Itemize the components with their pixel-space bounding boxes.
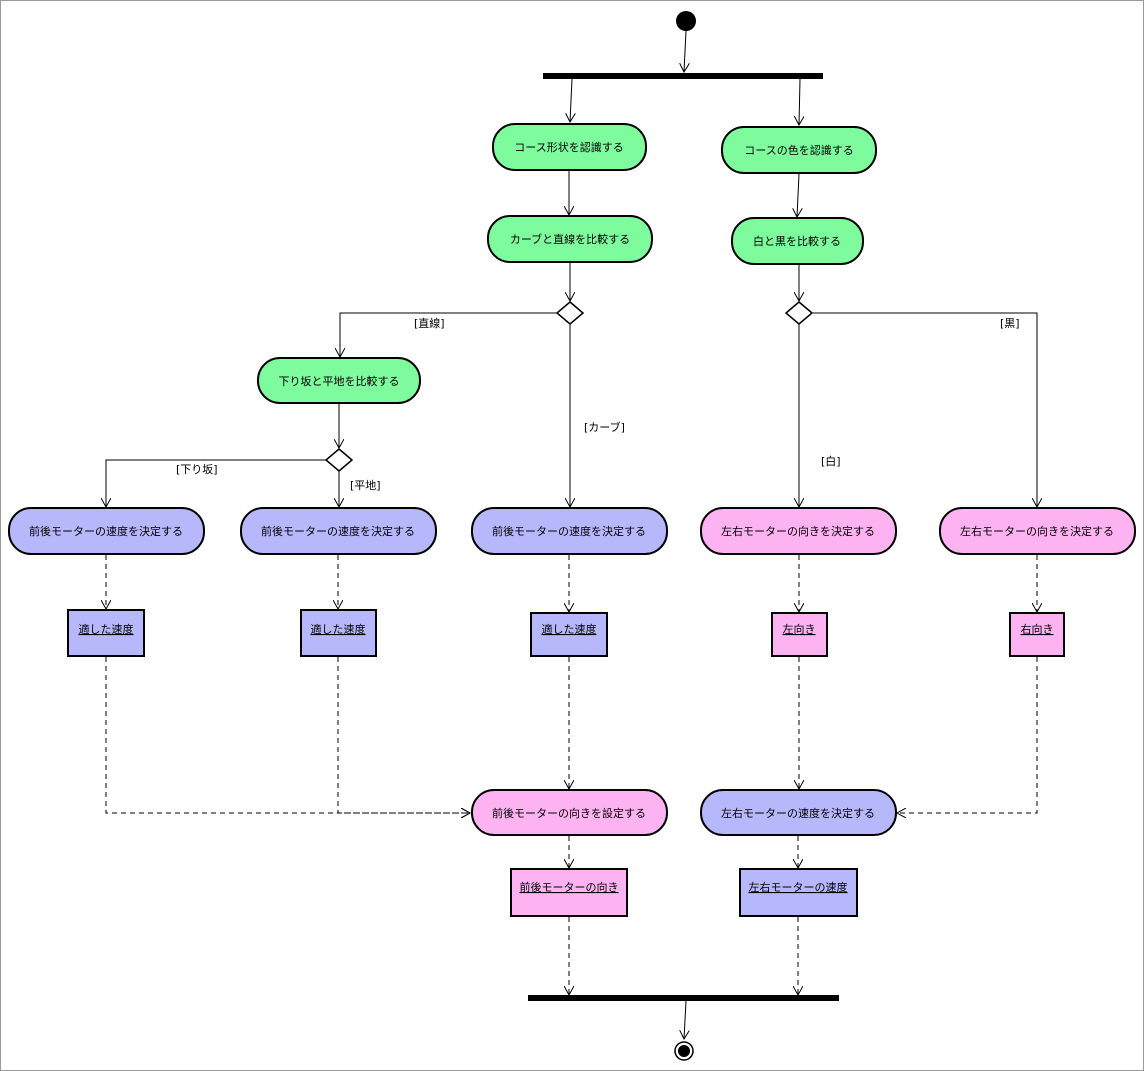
flow-straight bbox=[340, 312, 557, 357]
action-recognize-shape: コース形状を認識する bbox=[492, 123, 647, 171]
action-decide-fb-speed-3: 前後モーターの速度を決定する bbox=[471, 507, 668, 555]
object-label: 左向き bbox=[783, 622, 816, 636]
action-label: コースの色を認識する bbox=[744, 143, 853, 157]
object-speed-2: 適した速度 bbox=[300, 609, 377, 657]
action-label: 左右モーターの向きを決定する bbox=[721, 524, 875, 538]
guard-flat: [平地] bbox=[350, 479, 381, 492]
action-decide-lr-speed: 左右モーターの速度を決定する bbox=[700, 789, 897, 836]
object-speed-3: 適した速度 bbox=[530, 612, 608, 657]
join-bar bbox=[528, 995, 839, 1001]
action-label: 下り坂と平地を比較する bbox=[279, 374, 400, 388]
guard-white: [白] bbox=[821, 454, 841, 468]
guard-downhill: [下り坂] bbox=[176, 463, 218, 476]
action-label: 前後モーターの速度を決定する bbox=[29, 524, 183, 538]
object-label: 適した速度 bbox=[79, 622, 134, 636]
flow-initial-to-fork bbox=[684, 30, 686, 72]
object-label: 前後モーターの向き bbox=[520, 880, 619, 894]
action-compare-downhill-flat: 下り坂と平地を比較する bbox=[257, 357, 421, 404]
guard-straight: [直線] bbox=[414, 316, 445, 330]
action-label: コース形状を認識する bbox=[514, 140, 623, 154]
action-decide-fb-speed-1: 前後モーターの速度を決定する bbox=[8, 507, 205, 555]
objflow-speed2-to-set bbox=[337, 657, 470, 813]
object-left-dir: 左向き bbox=[771, 612, 828, 657]
flow-black bbox=[812, 312, 1037, 507]
action-label: 左右モーターの速度を決定する bbox=[721, 806, 875, 820]
action-label: 白と黒を比較する bbox=[753, 234, 841, 248]
object-speed-1: 適した速度 bbox=[67, 609, 145, 657]
object-fb-dir: 前後モーターの向き bbox=[510, 868, 628, 917]
action-label: 前後モーターの速度を決定する bbox=[261, 524, 415, 538]
flow-fork-to-color bbox=[799, 78, 800, 125]
flow-join-to-final bbox=[684, 1000, 686, 1039]
action-compare-white-black: 白と黒を比較する bbox=[731, 217, 864, 265]
action-label: 前後モーターの速度を決定する bbox=[492, 524, 646, 538]
fork-bar bbox=[543, 73, 823, 79]
decision-downhill-flat bbox=[324, 448, 354, 472]
object-label: 左右モーターの速度 bbox=[749, 880, 848, 894]
guard-black: [黒] bbox=[1000, 317, 1020, 330]
action-recognize-color: コースの色を認識する bbox=[721, 126, 877, 174]
objflow-right-to-decide bbox=[897, 657, 1038, 813]
object-right-dir: 右向き bbox=[1009, 612, 1065, 657]
objflow-speed1-to-set bbox=[105, 657, 470, 813]
flow-downhill bbox=[106, 459, 326, 507]
final-node bbox=[674, 1041, 694, 1061]
flow-fork-to-shape bbox=[570, 78, 572, 122]
action-label: 前後モーターの向きを設定する bbox=[492, 806, 646, 820]
action-compare-curve-straight: カーブと直線を比較する bbox=[487, 215, 653, 263]
action-label: カーブと直線を比較する bbox=[510, 232, 630, 246]
action-decide-lr-dir-2: 左右モーターの向きを決定する bbox=[939, 507, 1136, 555]
object-label: 適した速度 bbox=[542, 622, 597, 636]
guard-curve: [カーブ] bbox=[584, 420, 625, 434]
initial-node bbox=[676, 11, 696, 31]
action-set-fb-dir: 前後モーターの向きを設定する bbox=[471, 789, 668, 836]
action-label: 左右モーターの向きを決定する bbox=[960, 524, 1114, 538]
decision-curve-straight bbox=[555, 301, 585, 325]
flow-color-to-compare bbox=[797, 173, 799, 217]
object-lr-speed: 左右モーターの速度 bbox=[739, 868, 858, 917]
object-label: 右向き bbox=[1021, 622, 1054, 636]
action-decide-lr-dir-1: 左右モーターの向きを決定する bbox=[700, 507, 897, 555]
decision-white-black bbox=[784, 301, 814, 325]
object-label: 適した速度 bbox=[311, 622, 366, 636]
action-decide-fb-speed-2: 前後モーターの速度を決定する bbox=[240, 507, 437, 555]
